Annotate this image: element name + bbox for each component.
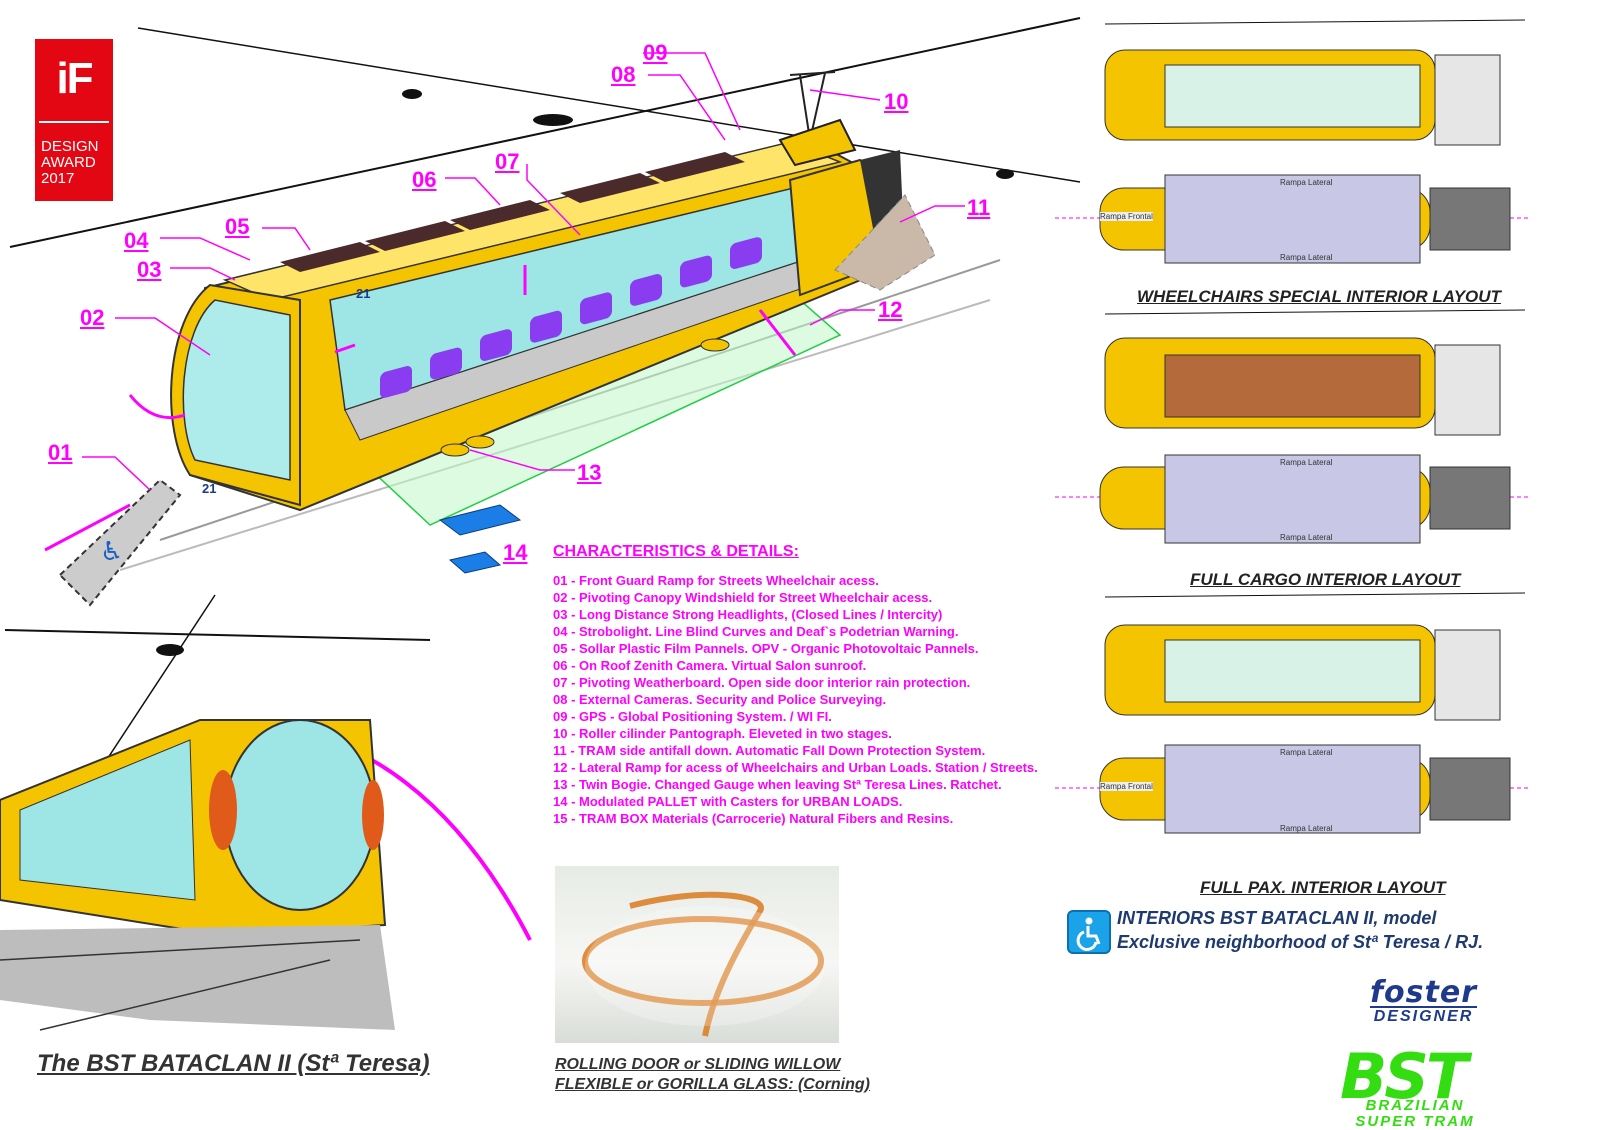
- overhead-wire: [9, 17, 1081, 248]
- characteristic-item: 08 - External Cameras. Security and Poli…: [553, 692, 887, 707]
- callout-03: 03: [137, 257, 162, 282]
- characteristic-item: 11 - TRAM side antifall down. Automatic …: [553, 743, 986, 758]
- cargo-layout-title: FULL CARGO INTERIOR LAYOUT: [1190, 570, 1461, 589]
- overhead-wire: [137, 27, 1081, 183]
- characteristic-item: 01 - Front Guard Ramp for Streets Wheelc…: [553, 573, 879, 588]
- bst-subtitle-line: BRAZILIAN: [1365, 1097, 1465, 1114]
- wire-insulator: [402, 89, 422, 99]
- rampa-lateral-label: Rampa Lateral: [1280, 253, 1333, 262]
- characteristic-item: 04 - Strobolight. Line Blind Curves and …: [553, 624, 959, 639]
- callout-14: 14: [503, 540, 528, 565]
- if-logo: iF: [56, 54, 93, 103]
- callout-02: 02: [80, 305, 105, 330]
- callout-10: 10: [884, 89, 909, 114]
- characteristic-item: 07 - Pivoting Weatherboard. Open side do…: [553, 675, 971, 690]
- bogie-wheel: [465, 435, 495, 449]
- characteristic-item: 14 - Modulated PALLET with Casters for U…: [553, 794, 903, 809]
- front-windshield: [182, 299, 291, 481]
- wire-insulator: [996, 169, 1014, 179]
- cargo-layout-side: [1104, 309, 1526, 436]
- characteristic-item: 09 - GPS - Global Positioning System. / …: [553, 709, 832, 724]
- bogie-wheel: [440, 443, 470, 457]
- characteristic-item: 06 - On Roof Zenith Camera. Virtual Salo…: [553, 658, 867, 673]
- characteristic-item: 02 - Pivoting Canopy Windshield for Stre…: [553, 590, 933, 605]
- callout-05: 05: [225, 214, 250, 239]
- perspective-rails: [0, 939, 361, 1031]
- characteristic-item: 05 - Sollar Plastic Film Pannels. OPV - …: [553, 641, 979, 656]
- rolling-caption-line-2: FLEXIBLE or GORILLA GLASS: (Corning): [555, 1076, 870, 1093]
- tram-number: 21: [202, 481, 217, 496]
- perspective-tail-light: [362, 780, 384, 850]
- passenger-seats: [380, 237, 762, 398]
- badge-line: AWARD: [41, 154, 96, 171]
- callout-08: 08: [611, 62, 636, 87]
- rampa-lateral-label: Rampa Lateral: [1280, 533, 1333, 542]
- rampa-frontal-label: Rampa Frontal: [1100, 212, 1153, 221]
- cargo-layout-plan: [1055, 454, 1530, 544]
- main-caption: The BST BATACLAN II (Stª Teresa): [37, 1050, 430, 1077]
- interiors-line-1: INTERIORS BST BATACLAN II, model: [1117, 908, 1437, 928]
- callout-07: 07: [495, 149, 520, 174]
- callout-13: 13: [577, 460, 602, 485]
- rampa-lateral-label: Rampa Lateral: [1280, 178, 1333, 187]
- solar-panels: [280, 152, 745, 272]
- callout-01: 01: [48, 440, 73, 465]
- callout-04: 04: [124, 228, 149, 253]
- bst-subtitle-line: SUPER TRAM: [1355, 1113, 1475, 1130]
- characteristics-title: CHARACTERISTICS & DETAILS:: [553, 543, 799, 560]
- wheelchairs-layout-title: WHEELCHAIRS SPECIAL INTERIOR LAYOUT: [1137, 287, 1501, 306]
- rampa-lateral-label: Rampa Lateral: [1280, 748, 1333, 757]
- rampa-lateral-label: Rampa Lateral: [1280, 824, 1333, 833]
- front-ramp: [58, 478, 182, 607]
- bst-subtitle: BRAZILIAN SUPER TRAM: [1330, 1098, 1500, 1130]
- characteristics-list: 01 - Front Guard Ramp for Streets Wheelc…: [553, 572, 1038, 827]
- characteristic-item: 03 - Long Distance Strong Headlights, (C…: [553, 607, 943, 622]
- interiors-line-2: Exclusive neighborhood of Stª Teresa / R…: [1117, 932, 1484, 952]
- characteristic-item: 13 - Twin Bogie. Changed Gauge when leav…: [553, 777, 1002, 792]
- pantograph: [778, 71, 857, 167]
- wheelchair-layout-side: [1104, 19, 1526, 146]
- callout-12: 12: [878, 297, 903, 322]
- rolling-door-photo: [555, 866, 839, 1043]
- badge-line: DESIGN: [41, 138, 99, 155]
- callout-06: 06: [412, 167, 437, 192]
- rolling-caption-line-1: ROLLING DOOR or SLIDING WILLOW: [555, 1056, 841, 1073]
- perspective-ground-shadow: [0, 925, 395, 1030]
- callout-09: 09: [643, 40, 668, 65]
- characteristic-item: 10 - Roller cilinder Pantograph. Elevete…: [553, 726, 892, 741]
- overhead-wire: [4, 629, 431, 641]
- badge-divider: [39, 121, 109, 123]
- perspective-tail-light: [209, 770, 237, 850]
- if-design-award-badge: iF DESIGN AWARD 2017: [35, 39, 113, 201]
- characteristic-item: 12 - Lateral Ramp for acess of Wheelchai…: [553, 760, 1038, 775]
- wire-hanger: [156, 644, 184, 656]
- foster-designer-logo: foster DESIGNER: [1370, 975, 1478, 1026]
- urban-pallets: [438, 504, 522, 574]
- rampa-frontal-label: Rampa Frontal: [1100, 782, 1153, 791]
- callout-11: 11: [967, 195, 991, 220]
- characteristic-item: 15 - TRAM BOX Materials (Carrocerie) Nat…: [553, 811, 954, 826]
- pax-layout-side: [1104, 592, 1526, 721]
- accessibility-icon: [1067, 910, 1111, 954]
- tram-number: 21: [356, 286, 371, 301]
- wire-hanger: [533, 114, 573, 126]
- rampa-lateral-label: Rampa Lateral: [1280, 458, 1333, 467]
- wheelchair-icon: ♿: [100, 537, 123, 567]
- perspective-tram-glass: [19, 739, 196, 901]
- side-antifall: [834, 194, 936, 291]
- perspective-front-canopy: [224, 719, 376, 911]
- overhead-wire: [99, 594, 216, 771]
- badge-line: 2017: [41, 170, 75, 187]
- pax-layout-title: FULL PAX. INTERIOR LAYOUT: [1200, 878, 1446, 897]
- motion-arrows: [44, 265, 797, 552]
- rolling-door-caption: ROLLING DOOR or SLIDING WILLOW FLEXIBLE …: [555, 1055, 870, 1095]
- callout-leaders: [82, 52, 965, 491]
- badge-text: DESIGN AWARD 2017: [41, 139, 99, 187]
- foster-wordmark: foster: [1370, 975, 1478, 1010]
- bst-logo: BST: [1340, 1040, 1468, 1113]
- bogie-wheel: [700, 338, 730, 352]
- designer-wordmark: DESIGNER: [1370, 1006, 1478, 1026]
